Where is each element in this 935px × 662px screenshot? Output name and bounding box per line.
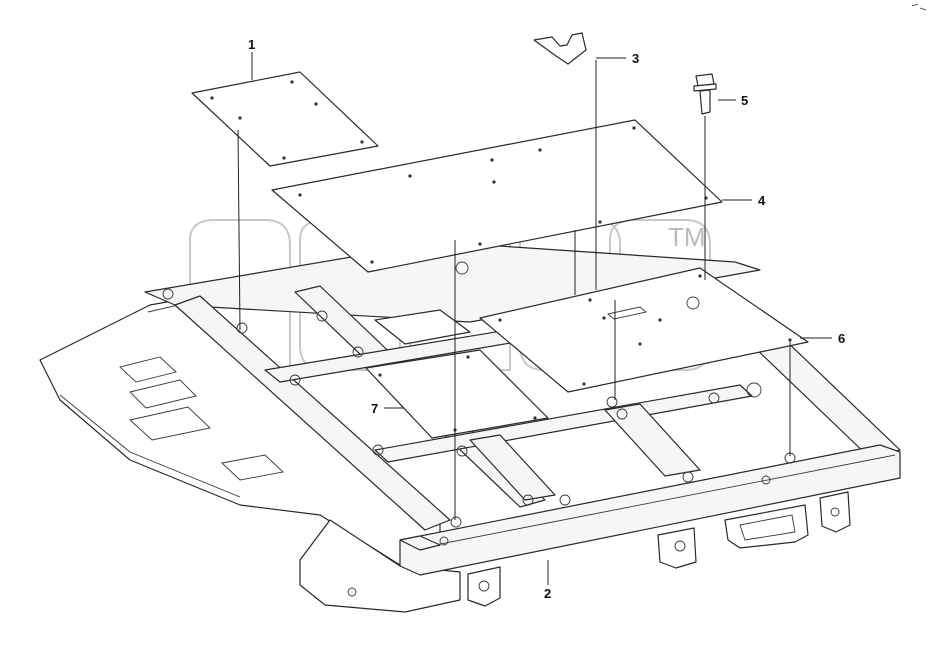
part-3-bracket: [533, 32, 587, 65]
callout-4: 4: [758, 193, 766, 208]
callout-7: 7: [371, 401, 378, 416]
callout-2: 2: [544, 586, 551, 601]
assembly-lines: [237, 60, 791, 520]
leader-lines: [251, 52, 832, 585]
callout-6: 6: [838, 331, 845, 346]
callout-1: 1: [248, 37, 255, 52]
corner-mark: [911, 3, 927, 11]
part-5-bolt: [693, 73, 717, 115]
part-6-plate: [479, 267, 809, 393]
trademark-label: TM: [668, 222, 706, 252]
part-7-plate: [365, 309, 549, 439]
callout-5: 5: [741, 93, 748, 108]
part-1-plate: [191, 71, 379, 167]
callout-3: 3: [632, 51, 639, 66]
part-4-plate: [271, 119, 723, 275]
